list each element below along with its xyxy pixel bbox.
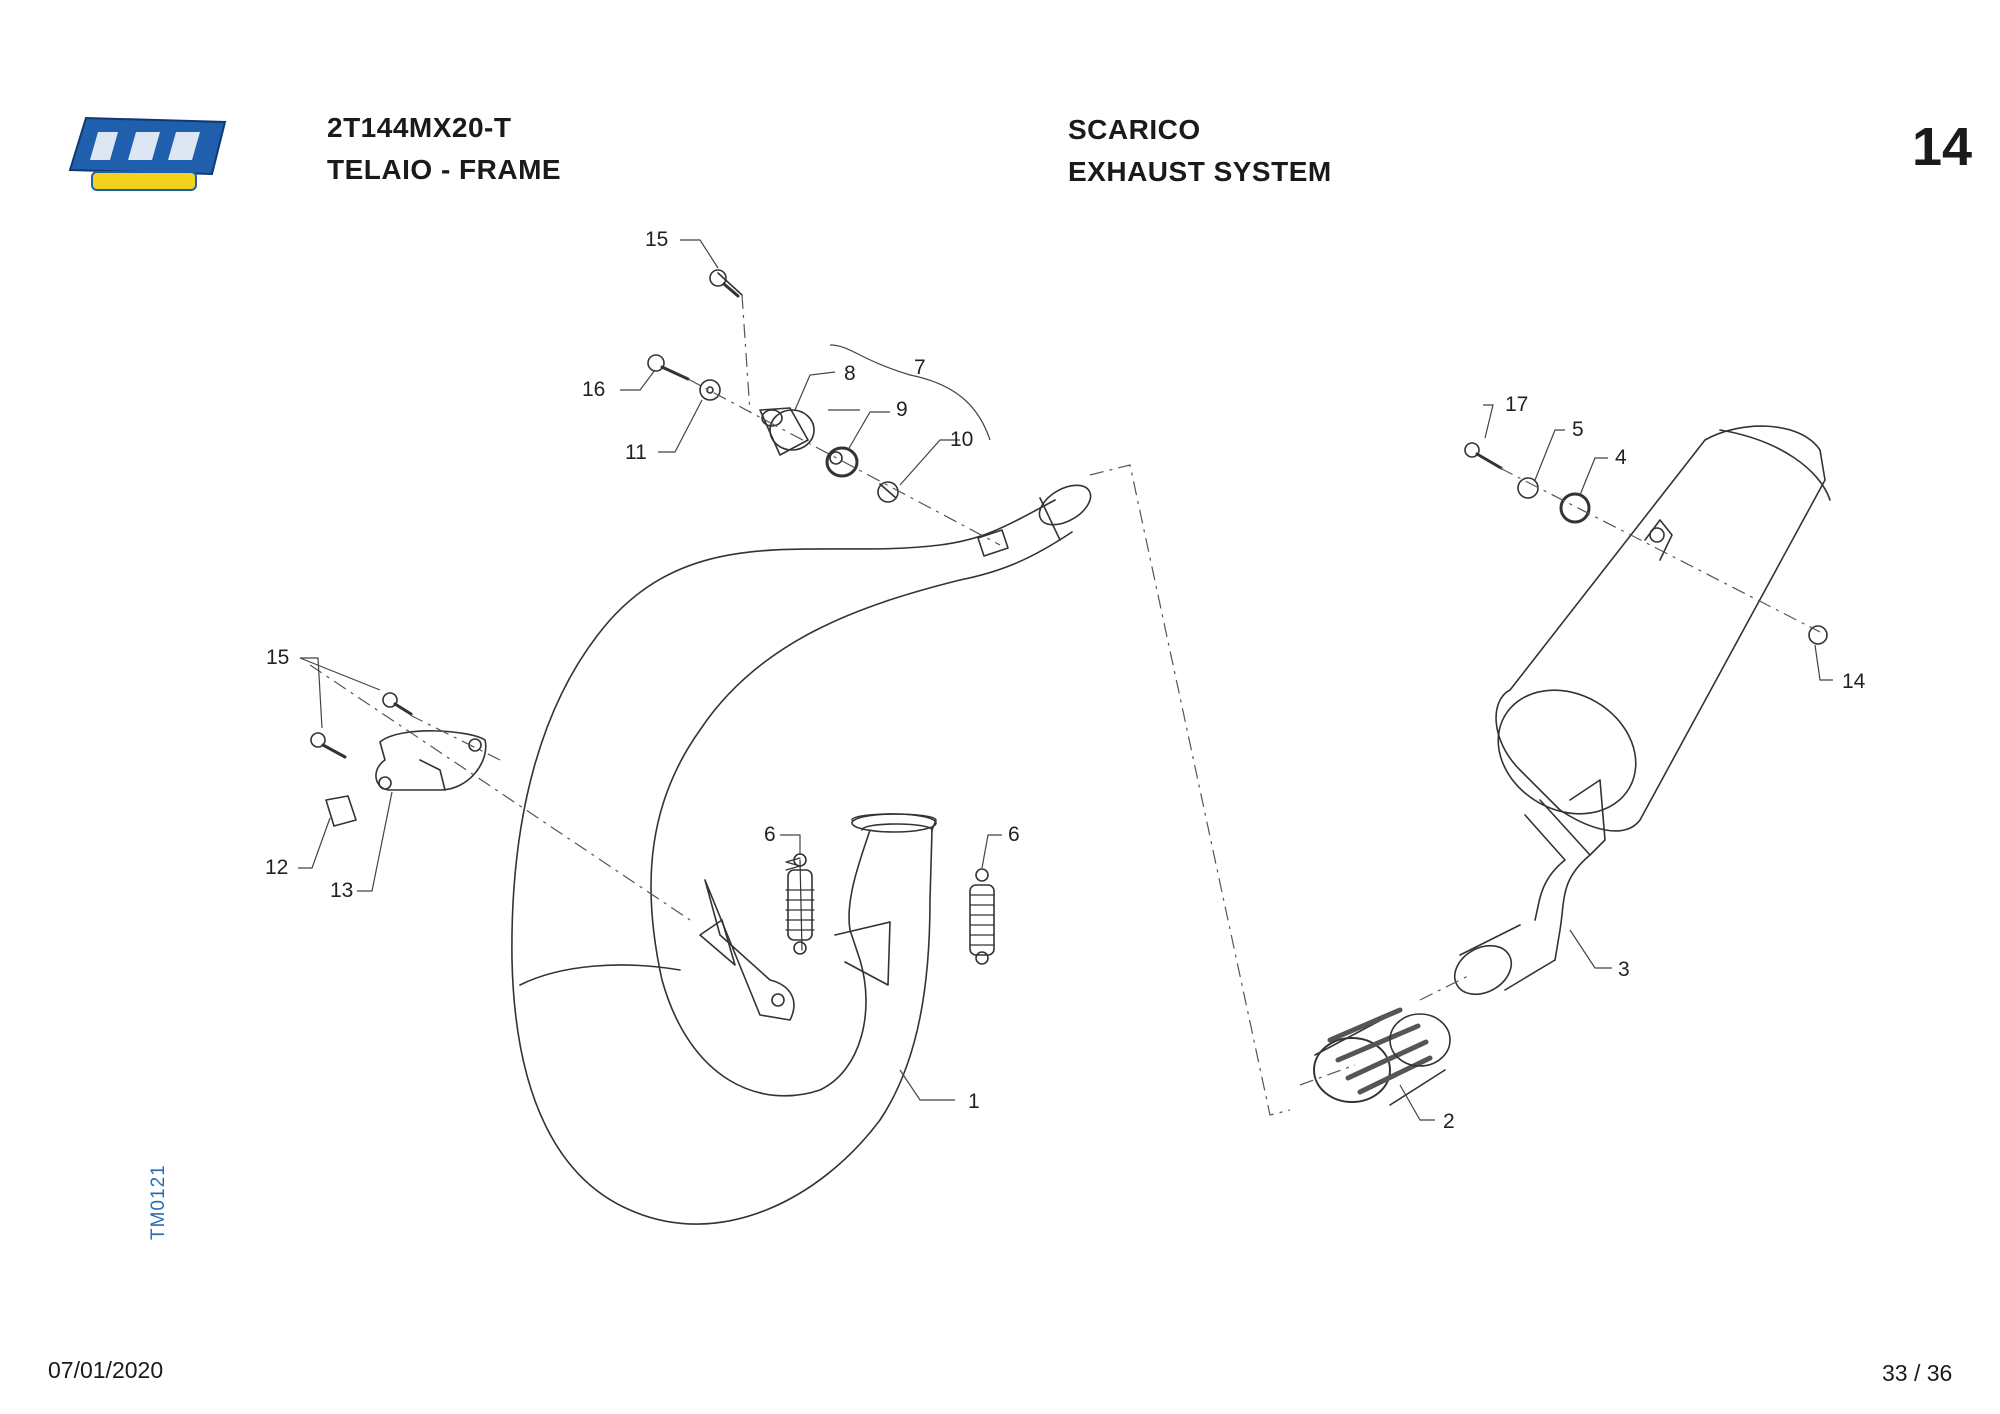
callout-16: 16 [582,378,605,401]
callout-11: 11 [625,441,647,464]
callout-4: 4 [1615,446,1627,469]
bracket-13 [375,730,487,791]
callout-5: 5 [1572,418,1584,441]
callout-15-top: 15 [645,228,668,251]
group-title-en: EXHAUST SYSTEM [1068,156,1332,187]
callout-12: 12 [265,856,288,879]
spacer-10 [877,481,899,503]
section-title: TELAIO - FRAME [327,154,562,185]
sleeve-2 [1313,1007,1451,1106]
callout-7: 7 [914,356,926,379]
group-title-it: SCARICO [1068,114,1201,145]
clip-12 [325,795,357,827]
footer-date: 07/01/2020 [48,1357,164,1383]
callout-3: 3 [1618,958,1630,981]
callout-1: 1 [968,1090,980,1113]
callout-17: 17 [1505,393,1528,416]
callout-6-right: 6 [1008,823,1020,846]
callout-13: 13 [330,879,353,902]
bolt-15-top [709,269,743,298]
callout-6-left: 6 [764,823,776,846]
callout-8: 8 [844,362,856,385]
tm-racing-logo [68,116,227,191]
grommet-9 [825,446,859,478]
silencer-body [1495,425,1826,832]
callout-15-left: 15 [266,646,289,669]
callout-10: 10 [950,428,973,451]
callout-14: 14 [1842,670,1866,693]
footer-page: 33 / 36 [1882,1360,1953,1386]
callout-9: 9 [896,398,908,421]
washer-11 [699,379,721,401]
bushing-8 [759,407,815,456]
group-number: 14 [1912,117,1973,177]
callout-2: 2 [1443,1110,1455,1133]
model-code: 2T144MX20-T [327,112,512,143]
bolt-16 [647,354,690,381]
exhaust-pipe-outline [511,499,1056,1225]
